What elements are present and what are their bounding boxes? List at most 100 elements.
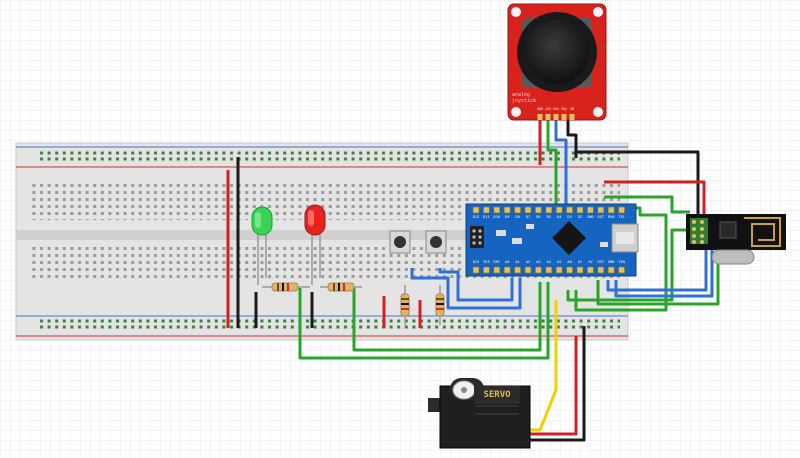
resistor-3 <box>400 285 410 325</box>
joystick-pin-label: VRy <box>561 107 567 111</box>
joystick-pin <box>561 114 567 120</box>
arduino-top-pin-label: D4 <box>557 215 561 219</box>
arduino-bottom-pin <box>472 266 480 274</box>
arduino-bottom-pin-label: REF <box>494 260 501 264</box>
arduino-bottom-pin <box>576 266 584 274</box>
arduino-bottom-pin <box>597 266 605 274</box>
servo-label: SERVO <box>483 390 511 400</box>
servo-motor: SERVO <box>428 378 531 449</box>
arduino-bottom-pin <box>493 266 501 274</box>
arduino-top-pin <box>587 206 594 214</box>
arduino-bottom-pin-label: VIN <box>618 260 625 264</box>
nrf24l01-module <box>686 214 786 265</box>
arduino-top-pin-label: D12 <box>473 215 480 219</box>
joystick-pin-label: SW <box>570 107 574 111</box>
joystick-pin-label: +5V <box>545 107 551 111</box>
arduino-bottom-pin <box>618 266 625 274</box>
wire-servo-vcc <box>520 336 578 436</box>
arduino-bottom-pin <box>503 266 511 274</box>
arduino-top-pin <box>545 206 553 214</box>
arduino-top-pin-label: D8 <box>515 215 519 219</box>
joystick-pin-label: VRx <box>553 107 559 111</box>
wire-green-nrf-1 <box>604 195 690 214</box>
arduino-top-pin <box>503 206 511 214</box>
arduino-top-pin <box>483 206 490 214</box>
wire-green-nrf-4 <box>596 236 720 306</box>
arduino-top-pin-label: RST <box>598 215 605 219</box>
arduino-top-pin <box>618 206 625 214</box>
arduino-bottom-pin-label: A0 <box>505 260 509 264</box>
arduino-bottom-pin <box>483 266 490 274</box>
joystick-pin-label: GND <box>537 107 543 111</box>
wire-joystick-green <box>546 120 558 205</box>
arduino-bottom-pin <box>535 266 542 274</box>
svg-text:joystick: joystick <box>512 98 536 104</box>
led-red <box>304 204 326 285</box>
resistor-2 <box>320 282 362 292</box>
pcb-antenna <box>744 217 781 247</box>
arduino-top-pin <box>535 206 542 214</box>
arduino-top-pin-label: D7 <box>526 215 530 219</box>
arduino-top-pin <box>555 206 563 214</box>
wire-servo-gnd <box>520 326 586 442</box>
arduino-top-pin <box>597 206 605 214</box>
wire-green-led-1 <box>298 282 550 360</box>
arduino-top-pin <box>576 206 584 214</box>
arduino-top-pin <box>472 206 480 214</box>
arduino-top-pin <box>514 206 521 214</box>
arduino-top-pin <box>607 206 615 214</box>
crystal-oscillator <box>711 249 755 265</box>
joystick-knob <box>525 20 589 84</box>
arduino-bottom-pin-label: GND <box>608 260 615 264</box>
arduino-top-pin <box>493 206 501 214</box>
arduino-top-pin-label: D2 <box>578 215 582 219</box>
arduino-top-pin-label: D5 <box>547 215 551 219</box>
arduino-bottom-pin <box>607 266 615 274</box>
wire-blue-button-2 <box>438 268 514 302</box>
arduino-top-pin <box>566 206 573 214</box>
wire-green-nrf-2 <box>574 206 668 312</box>
arduino-bottom-pin-label: 3V3 <box>483 260 490 264</box>
resistor-1 <box>262 282 310 292</box>
joystick-pin <box>569 114 575 120</box>
arduino-top-pin-label: D11 <box>483 215 490 219</box>
wire-joystick-gnd <box>566 120 578 158</box>
arduino-bottom-pin-label: A5 <box>557 260 561 264</box>
wire-green-led-2 <box>352 282 542 352</box>
svg-text:analog: analog <box>512 92 530 98</box>
push-button-2 <box>425 230 447 254</box>
wire-blue-nrf-1 <box>606 240 708 292</box>
arduino-top-pin-label: D9 <box>505 215 509 219</box>
arduino-bottom-pin <box>545 266 553 274</box>
arduino-top-pin-label: RX0 <box>608 215 615 219</box>
arduino-top-pin-label: D3 <box>567 215 571 219</box>
push-button-1 <box>389 230 411 254</box>
wire-green-nrf-3 <box>566 228 690 302</box>
arduino-bottom-pin <box>587 266 594 274</box>
arduino-bottom-pin <box>524 266 532 274</box>
arduino-bottom-pin-label: A6 <box>567 260 571 264</box>
wire-blue-button-1 <box>410 268 522 310</box>
arduino-bottom-pin <box>566 266 573 274</box>
arduino-top-pin <box>524 206 532 214</box>
arduino-top-pin-label: D10 <box>494 215 501 219</box>
wire-black-nrf <box>576 150 700 232</box>
joystick-pin <box>545 114 551 120</box>
arduino-bottom-pin <box>555 266 563 274</box>
led-green <box>251 206 273 285</box>
joystick-pin <box>537 114 543 120</box>
arduino-bottom-pin-label: A2 <box>526 260 530 264</box>
arduino-bottom-pin-label: RST <box>598 260 605 264</box>
arduino-bottom-pin-label: A1 <box>515 260 519 264</box>
joystick-pin <box>553 114 559 120</box>
arduino-bottom-pin-label: A7 <box>578 260 582 264</box>
arduino-bottom-pin-label: A3 <box>536 260 540 264</box>
arduino-bottom-pin-label: 5V <box>588 260 593 264</box>
